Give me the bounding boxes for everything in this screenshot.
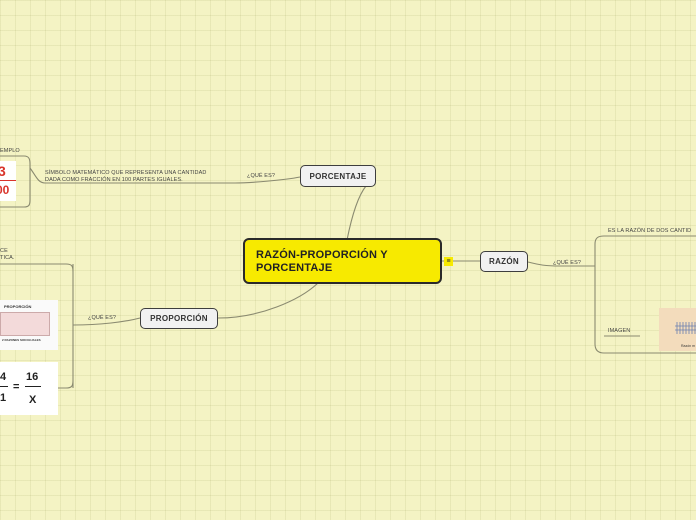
porcentaje-definition-line1: SÍMBOLO MATEMÁTICO QUE REPRESENTA UNA CA… [45, 170, 206, 177]
percent-example-image: 3 00 [0, 161, 16, 201]
connector-root-proporcion [218, 283, 318, 318]
node-razon-label: RAZÓN [489, 257, 519, 266]
central-topic[interactable]: RAZÓN-PROPORCIÓN Y PORCENTAJE [243, 238, 442, 284]
proporcion-question: ¿QUÉ ES? [88, 315, 116, 322]
razon-image-caption: Razón m [681, 344, 695, 348]
proporcion-image-1: PROPORCIÓN 2 RAZONES SON IGUALES [0, 300, 58, 350]
node-porcentaje-label: PORCENTAJE [309, 172, 366, 181]
equation-right-denominator: X [29, 394, 36, 406]
equation-right-numerator: 16 [26, 371, 38, 383]
percent-denominator: 00 [0, 184, 9, 196]
percent-fraction-bar [0, 180, 16, 181]
node-proporcion[interactable]: PROPORCIÓN [140, 308, 218, 329]
equation-left-numerator: 4 [0, 371, 6, 383]
central-topic-line2: PORCENTAJE [256, 262, 429, 275]
proporcion-partial-text: CE TICA. [0, 248, 15, 261]
connector-root-porcentaje [347, 186, 366, 240]
porcentaje-example-label: EMPLO [0, 148, 20, 155]
razon-definition: ES LA RAZÓN DE DOS CANTID [608, 228, 691, 235]
percent-numerator: 3 [0, 164, 6, 178]
equation-equals: = [13, 381, 19, 393]
proporcion-image-title: PROPORCIÓN [4, 304, 31, 309]
node-porcentaje[interactable]: PORCENTAJE [300, 165, 376, 187]
proporcion-partial-line2: TICA. [0, 255, 15, 262]
razon-question: ¿QUÉ ES? [553, 260, 581, 267]
equation-right-bar [25, 386, 41, 387]
node-proporcion-label: PROPORCIÓN [150, 314, 208, 323]
razon-image-label: IMAGEN [608, 328, 630, 335]
equation-left-bar [0, 386, 8, 387]
proporcion-image-diagram [0, 312, 50, 336]
porcentaje-question: ¿QUÉ ES? [247, 173, 275, 180]
proporcion-equation-image: 4 1 = 16 X [0, 362, 58, 415]
porcentaje-definition: SÍMBOLO MATEMÁTICO QUE REPRESENTA UNA CA… [45, 170, 206, 183]
razon-image: Razón m [659, 308, 696, 351]
menu-icon[interactable]: ≡ [444, 257, 453, 266]
porcentaje-definition-line2: DADA COMO FRACCIÓN EN 100 PARTES IGUALES… [45, 177, 206, 184]
proporcion-image-caption: 2 RAZONES SON IGUALES [2, 338, 41, 342]
central-topic-line1: RAZÓN-PROPORCIÓN Y [256, 249, 429, 262]
equation-left-denominator: 1 [0, 392, 6, 404]
node-razon[interactable]: RAZÓN [480, 251, 528, 272]
